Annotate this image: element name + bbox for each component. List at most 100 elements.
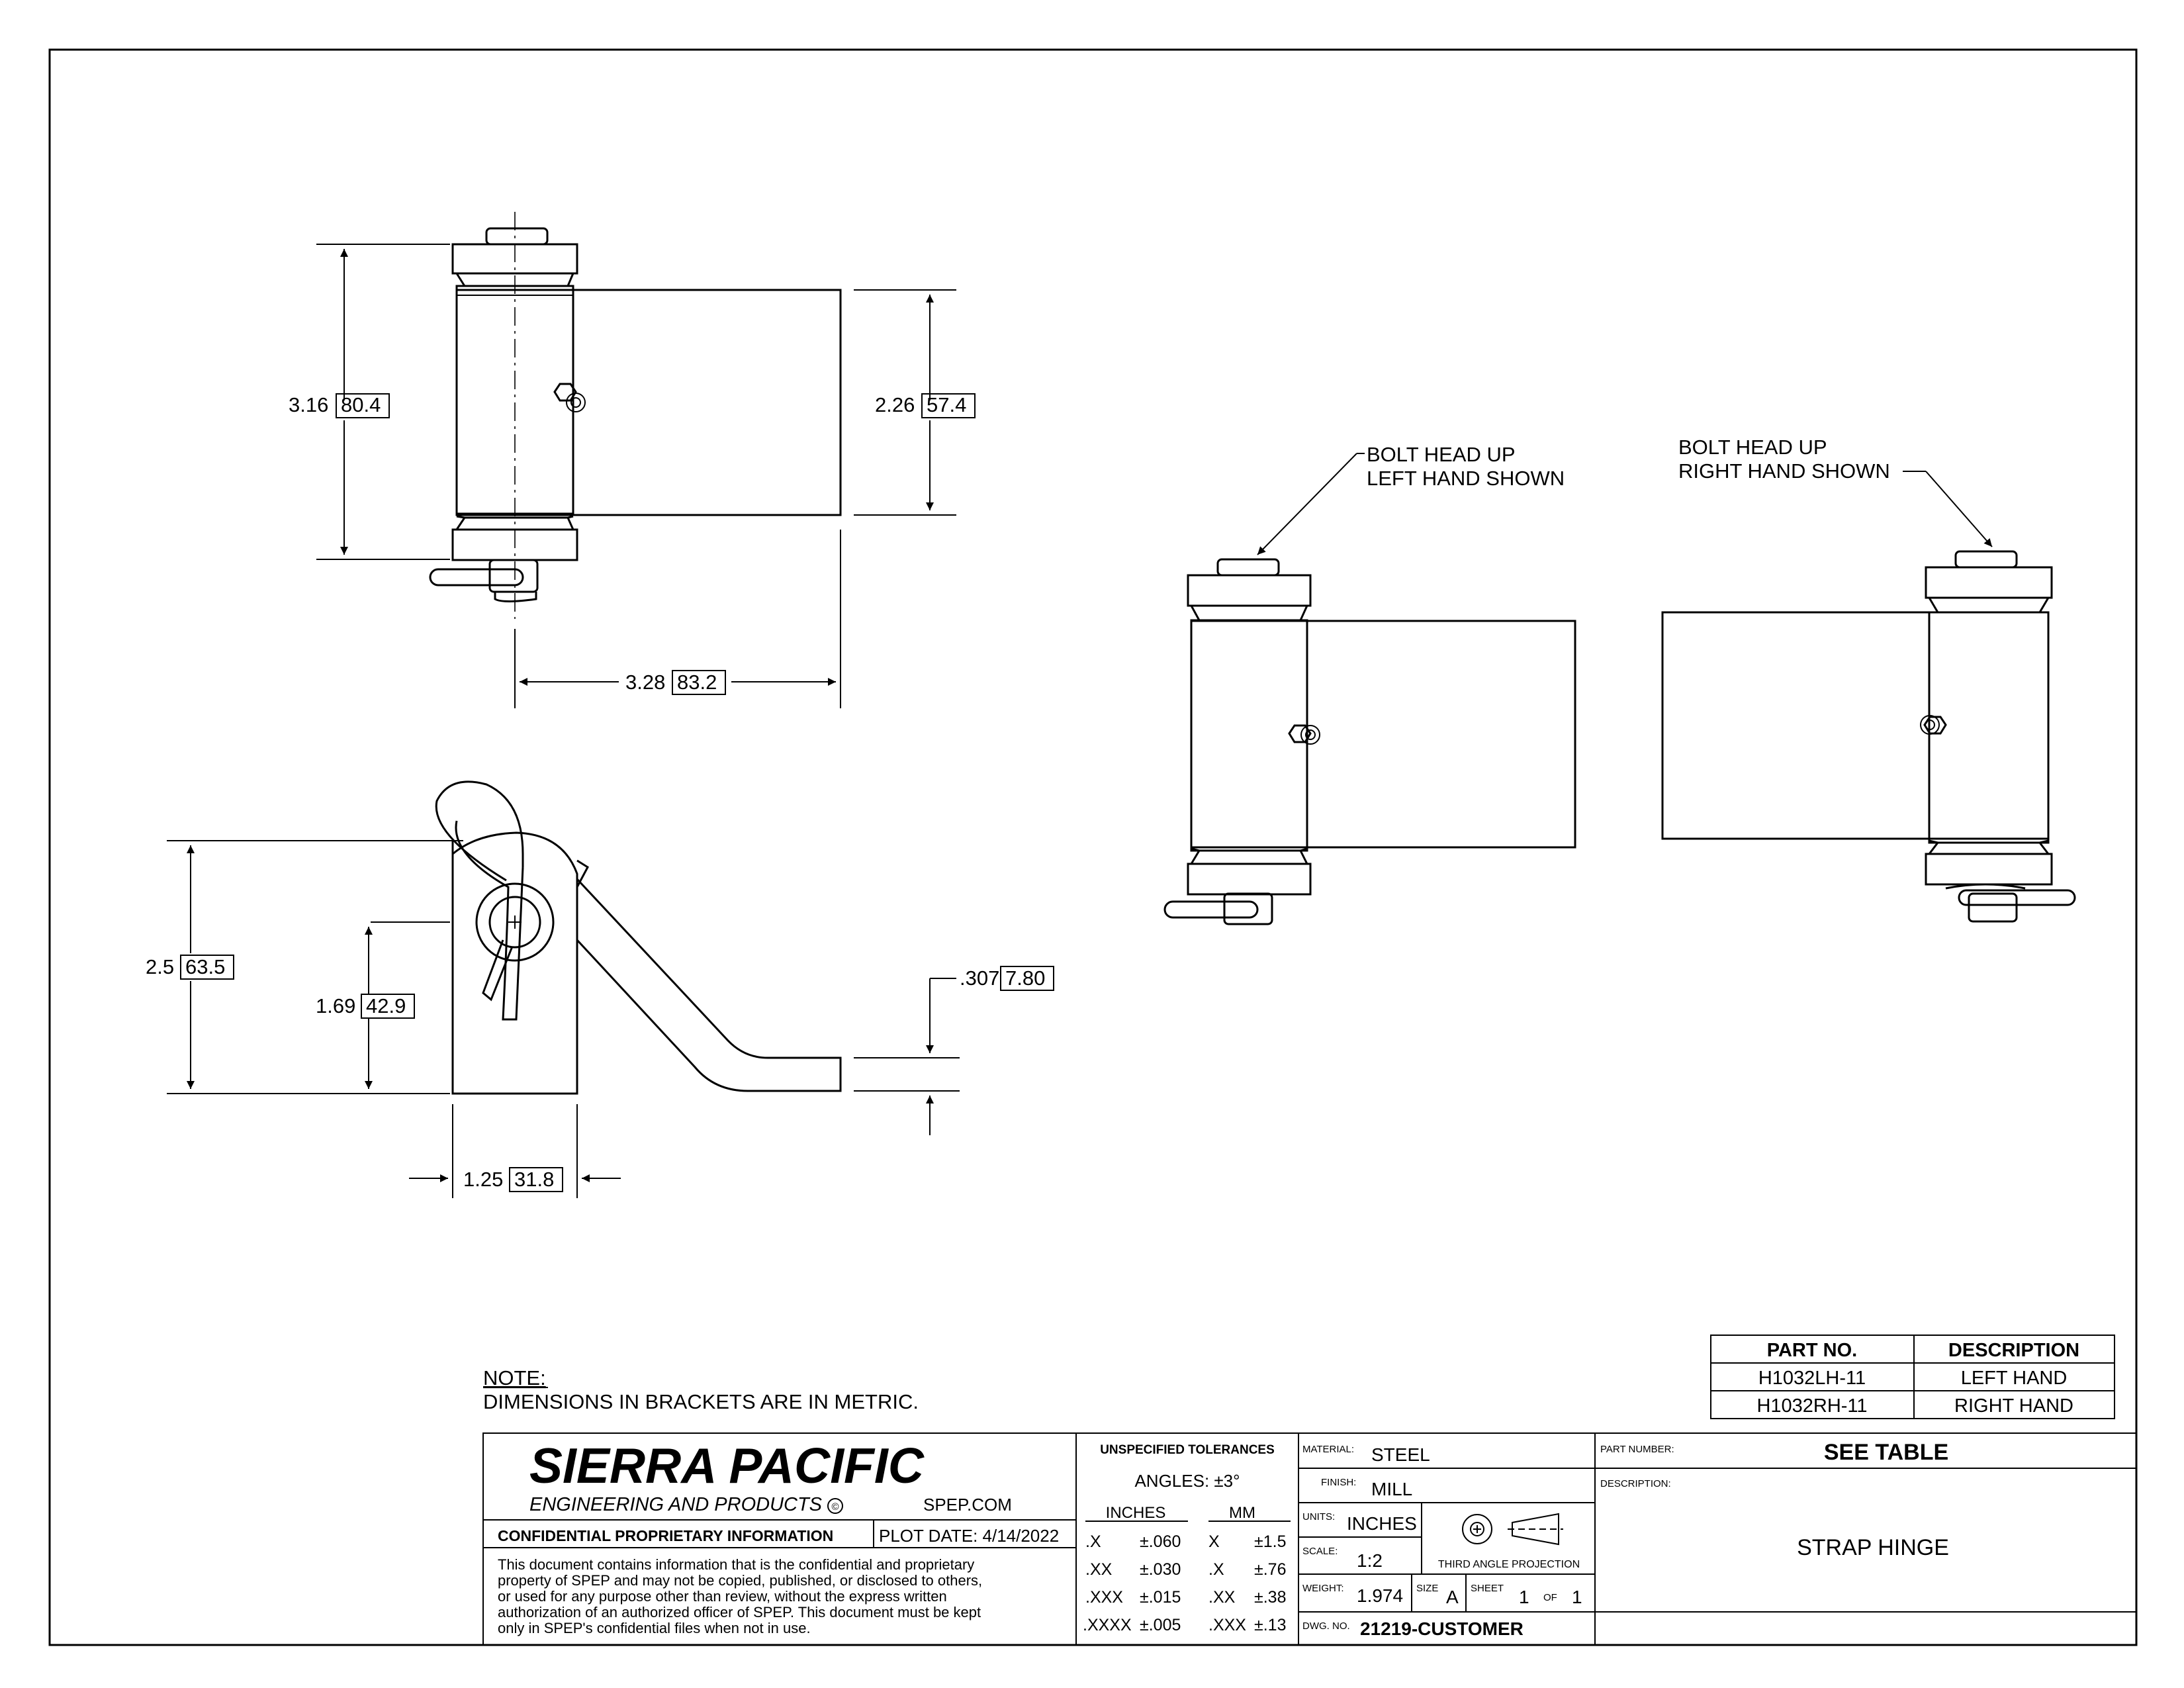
dim-side-height: 2.5 63.5 (146, 955, 234, 980)
disclaimer-line4: authorization of an authorized officer o… (498, 1604, 981, 1620)
tolerance-row: .XXXX ±.005 .XXX ±.13 (1083, 1616, 1286, 1634)
description-label: DESCRIPTION: (1600, 1478, 1671, 1489)
confidential-label: CONFIDENTIAL PROPRIETARY INFORMATION (498, 1527, 833, 1544)
dwg-label: DWG. NO. (1302, 1620, 1350, 1632)
of-label: OF (1543, 1592, 1557, 1603)
svg-text:.X: .X (1208, 1560, 1224, 1579)
note-heading: NOTE: (483, 1366, 546, 1389)
callout-right-line2: RIGHT HAND SHOWN (1678, 459, 1890, 483)
dim-pin-height: 1.69 42.9 (316, 994, 415, 1019)
svg-text:±.13: ±.13 (1254, 1616, 1286, 1634)
tolerance-row: .X ±.060 X ±1.5 (1085, 1532, 1286, 1551)
dim-top-height: 3.16 80.4 (289, 393, 390, 418)
weight-value: 1.974 (1357, 1585, 1403, 1606)
svg-text:.XXX: .XXX (1208, 1616, 1246, 1634)
right-hand-view (1661, 550, 2076, 923)
svg-text:.XXX: .XXX (1085, 1588, 1123, 1607)
top-view-dimensions (316, 244, 956, 708)
part-number-value: SEE TABLE (1824, 1440, 1948, 1465)
units-label: UNITS: (1302, 1511, 1335, 1523)
dim-plate-length: 3.28 83.2 (625, 670, 726, 695)
part-number-label: PART NUMBER: (1600, 1444, 1674, 1455)
projection-label: THIRD ANGLE PROJECTION (1438, 1559, 1580, 1570)
part-table-row1-part: H1032LH-11 (1758, 1368, 1866, 1389)
part-table: PART NO. DESCRIPTION H1032LH-11 LEFT HAN… (1710, 1335, 2115, 1419)
dim-side-height-in: 2.5 (146, 955, 174, 978)
dim-strap-thickness: .307 7.80 (960, 966, 1054, 991)
part-table-row2-part: H1032RH-11 (1756, 1395, 1867, 1417)
title-block: SIERRA PACIFIC ENGINEERING AND PRODUCTS … (482, 1432, 2137, 1646)
top-view (429, 212, 842, 619)
svg-text:±.38: ±.38 (1254, 1588, 1286, 1607)
tolerance-row: .XXX ±.015 .XX ±.38 (1085, 1588, 1286, 1607)
company-sub: ENGINEERING AND PRODUCTS (529, 1494, 823, 1515)
svg-text:.XX: .XX (1085, 1560, 1113, 1579)
callout-left-line1: BOLT HEAD UP (1367, 443, 1516, 466)
website: SPEP.COM (923, 1495, 1012, 1515)
dim-pin-height-in: 1.69 (316, 994, 355, 1017)
sheet-label: SHEET (1471, 1583, 1504, 1594)
size-value: A (1446, 1587, 1459, 1607)
dim-knuckle-width-mm: 31.8 (514, 1168, 554, 1191)
company-name: SIERRA PACIFIC (529, 1438, 925, 1493)
units-value: INCHES (1347, 1513, 1417, 1534)
plot-date: PLOT DATE: 4/14/2022 (879, 1526, 1059, 1546)
disclaimer-line3: or used for any purpose other than revie… (498, 1588, 947, 1605)
side-view-dimensions (167, 840, 960, 1198)
svg-text:±.030: ±.030 (1140, 1560, 1181, 1579)
finish-label: FINISH: (1321, 1477, 1356, 1488)
dwg-number: 21219-CUSTOMER (1360, 1618, 1524, 1639)
part-table-header-part: PART NO. (1767, 1340, 1857, 1361)
dim-plate-height: 2.26 57.4 (875, 393, 976, 418)
tolerances-mm-header: MM (1229, 1504, 1255, 1522)
weight-label: WEIGHT: (1302, 1583, 1344, 1594)
dim-plate-height-mm: 57.4 (927, 393, 966, 416)
sheet-total: 1 (1572, 1587, 1582, 1607)
svg-text:.X: .X (1085, 1532, 1101, 1551)
left-hand-view (1163, 558, 1576, 925)
dim-knuckle-width-in: 1.25 (463, 1168, 503, 1191)
third-angle-projection-icon (1462, 1513, 1563, 1546)
part-table-header-desc: DESCRIPTION (1948, 1340, 2079, 1361)
dim-plate-length-in: 3.28 (625, 671, 665, 694)
svg-text:±.060: ±.060 (1140, 1532, 1181, 1551)
scale-value: 1:2 (1357, 1550, 1383, 1571)
dim-strap-thickness-in: .307 (960, 966, 999, 990)
dim-plate-length-mm: 83.2 (677, 671, 717, 694)
callout-right-line1: BOLT HEAD UP (1678, 436, 1827, 459)
svg-text:±.76: ±.76 (1254, 1560, 1286, 1579)
side-view (371, 780, 842, 1095)
svg-text:±.015: ±.015 (1140, 1588, 1181, 1607)
callout-leaders (1257, 453, 1993, 555)
dim-plate-height-in: 2.26 (875, 393, 915, 416)
disclaimer-line2: property of SPEP and may not be copied, … (498, 1572, 982, 1589)
finish-value: MILL (1371, 1479, 1412, 1499)
dim-pin-height-mm: 42.9 (366, 994, 406, 1017)
part-table-row1-desc: LEFT HAND (1961, 1368, 2068, 1389)
sheet-value: 1 (1519, 1587, 1529, 1607)
svg-text:±.005: ±.005 (1140, 1616, 1181, 1634)
scale-label: SCALE: (1302, 1546, 1338, 1557)
dim-strap-thickness-mm: 7.80 (1005, 966, 1045, 990)
disclaimer-line1: This document contains information that … (498, 1556, 974, 1573)
dim-top-height-in: 3.16 (289, 393, 328, 416)
callout-left-line2: LEFT HAND SHOWN (1367, 467, 1565, 490)
dim-side-height-mm: 63.5 (185, 955, 225, 978)
svg-text:.XXXX: .XXXX (1083, 1616, 1132, 1634)
copyright-mark: © (831, 1501, 839, 1513)
size-label: SIZE (1416, 1583, 1438, 1594)
part-table-row2-desc: RIGHT HAND (1954, 1395, 2073, 1417)
disclaimer-line5: only in SPEP's confidential files when n… (498, 1620, 811, 1636)
svg-text:±1.5: ±1.5 (1254, 1532, 1286, 1551)
svg-text:.XX: .XX (1208, 1588, 1236, 1607)
material-label: MATERIAL: (1302, 1444, 1354, 1455)
tolerances-inches-header: INCHES (1106, 1504, 1166, 1522)
material-value: STEEL (1371, 1444, 1430, 1465)
tolerance-row: .XX ±.030 .X ±.76 (1085, 1560, 1286, 1579)
dim-knuckle-width: 1.25 31.8 (463, 1167, 563, 1192)
dim-top-height-mm: 80.4 (341, 393, 381, 416)
svg-text:X: X (1208, 1532, 1220, 1551)
note-text: DIMENSIONS IN BRACKETS ARE IN METRIC. (483, 1390, 919, 1413)
tolerances-title: UNSPECIFIED TOLERANCES (1100, 1443, 1275, 1457)
